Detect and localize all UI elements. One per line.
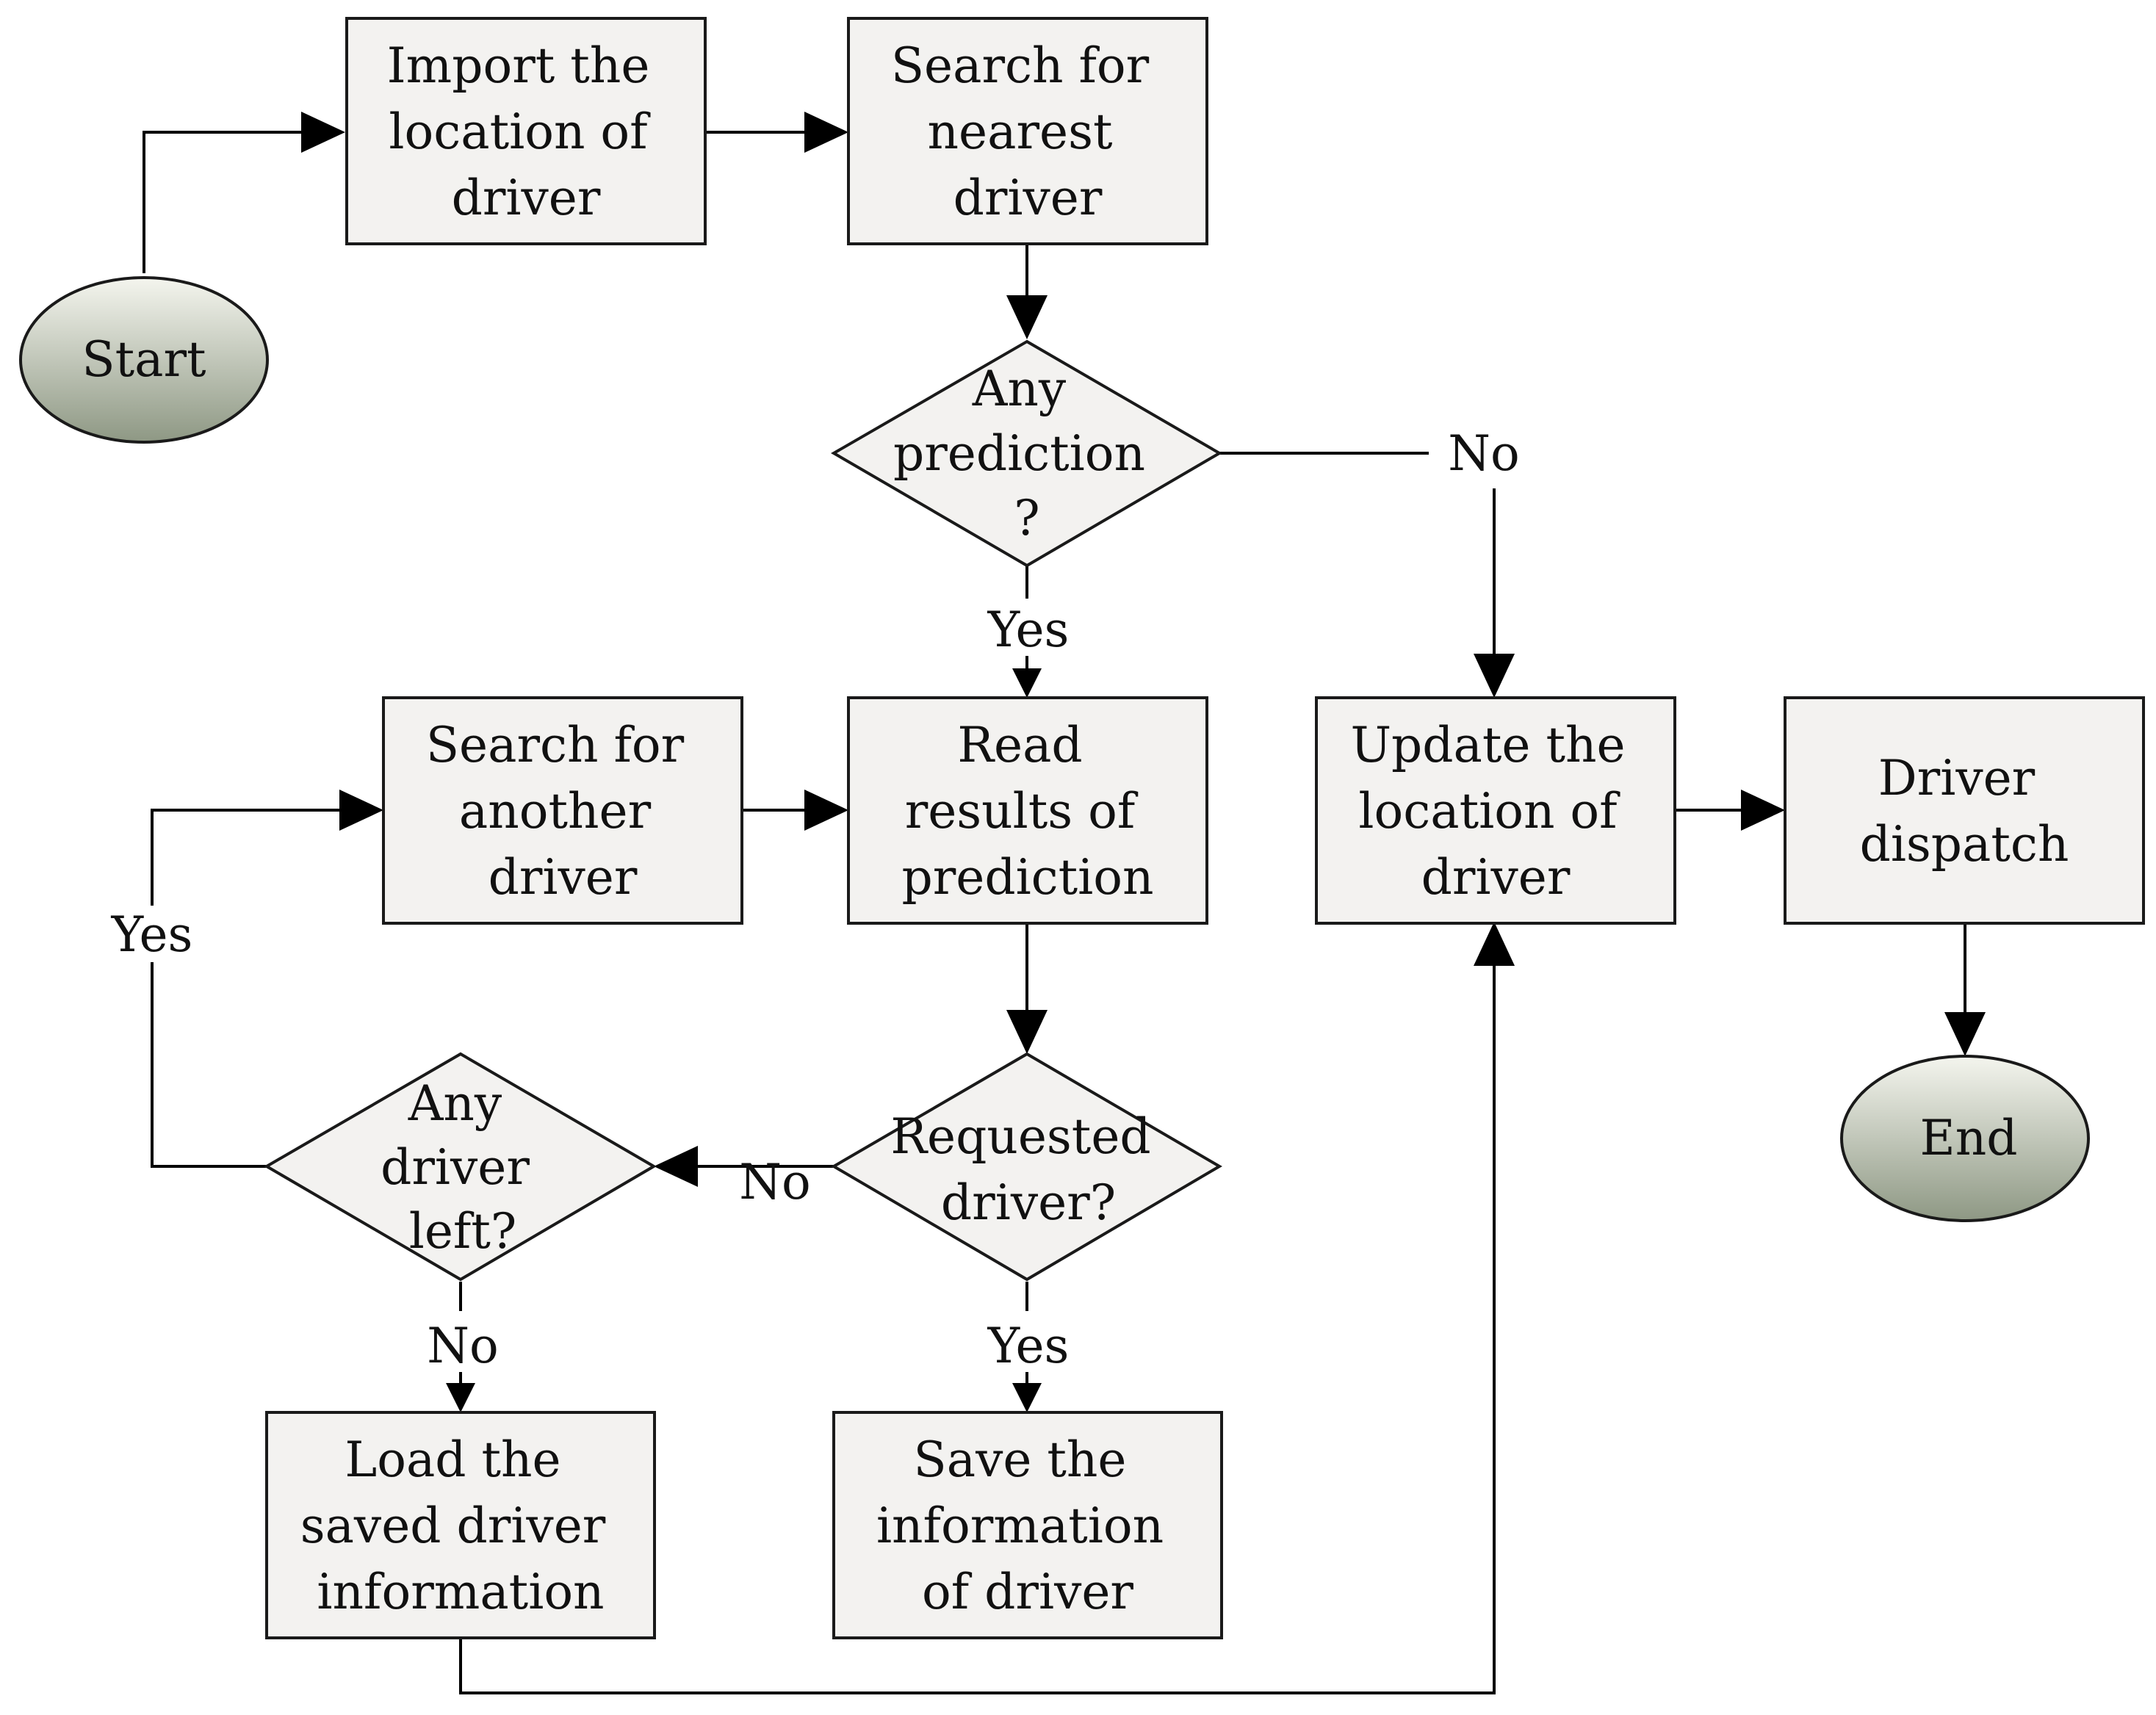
search-another-label: Search for another driver bbox=[426, 717, 699, 906]
arrowhead bbox=[1474, 654, 1515, 698]
update-location-label: Update the location of driver bbox=[1350, 717, 1640, 906]
load-saved-label: Load the saved driver information bbox=[300, 1431, 621, 1620]
connector-left-yes bbox=[151, 962, 267, 1168]
connector-start-to-import bbox=[143, 131, 301, 273]
end-label: End bbox=[1920, 1110, 2018, 1166]
arrowhead bbox=[1012, 1383, 1042, 1412]
any-prediction-diamond bbox=[831, 339, 1222, 568]
node-labels: Start Import the location of driver Sear… bbox=[82, 37, 2069, 1620]
edge-label-prediction-no: No bbox=[1448, 425, 1520, 482]
read-results-label: Read results of prediction bbox=[901, 717, 1153, 906]
start-label: Start bbox=[82, 331, 206, 388]
save-info-label: Save the information of driver bbox=[876, 1431, 1179, 1620]
search-nearest-box bbox=[847, 17, 1208, 245]
arrowhead bbox=[1474, 922, 1515, 966]
requested-driver-label: Requested driver? bbox=[890, 1108, 1166, 1231]
arrowhead bbox=[1944, 1012, 1986, 1056]
edge-label-requested-no: No bbox=[739, 1154, 811, 1210]
edge-label-left-no: No bbox=[427, 1318, 499, 1374]
edge-label-requested-yes: Yes bbox=[987, 1318, 1070, 1374]
driver-dispatch-label: Driver dispatch bbox=[1860, 750, 2069, 873]
connector-load-to-update bbox=[459, 966, 1496, 1694]
edge-labels: No Yes Yes No No Yes bbox=[111, 425, 1520, 1374]
shapes bbox=[19, 17, 2145, 1639]
read-results-box bbox=[847, 696, 1208, 925]
import-location-label: Import the location of driver bbox=[387, 37, 666, 226]
start-terminal bbox=[19, 276, 269, 444]
update-location-box bbox=[1315, 696, 1676, 925]
connectors bbox=[143, 112, 1986, 1694]
search-nearest-label: Search for nearest driver bbox=[891, 37, 1164, 226]
arrowhead bbox=[339, 790, 383, 831]
arrowhead bbox=[804, 790, 848, 831]
any-driver-left-diamond bbox=[264, 1052, 657, 1282]
load-saved-box bbox=[265, 1411, 656, 1639]
arrowhead bbox=[804, 112, 848, 153]
import-location-box bbox=[345, 17, 707, 245]
arrowhead bbox=[1006, 1010, 1048, 1054]
requested-driver-diamond bbox=[831, 1052, 1222, 1282]
save-info-box bbox=[832, 1411, 1223, 1639]
arrowhead bbox=[301, 112, 345, 153]
arrowhead bbox=[1741, 790, 1785, 831]
arrowhead bbox=[654, 1146, 698, 1187]
any-driver-left-label: Any driver left? bbox=[381, 1075, 545, 1260]
arrowhead bbox=[446, 1383, 475, 1412]
edge-label-left-yes: Yes bbox=[111, 906, 193, 963]
arrowhead bbox=[1012, 668, 1042, 698]
arrowhead bbox=[1006, 295, 1048, 339]
search-another-box bbox=[382, 696, 743, 925]
edge-label-prediction-yes: Yes bbox=[987, 602, 1070, 658]
connector-left-yes-up bbox=[151, 809, 339, 906]
driver-dispatch-box bbox=[1784, 696, 2145, 925]
any-prediction-label: Any prediction ? bbox=[893, 361, 1161, 546]
end-terminal bbox=[1840, 1055, 2090, 1222]
